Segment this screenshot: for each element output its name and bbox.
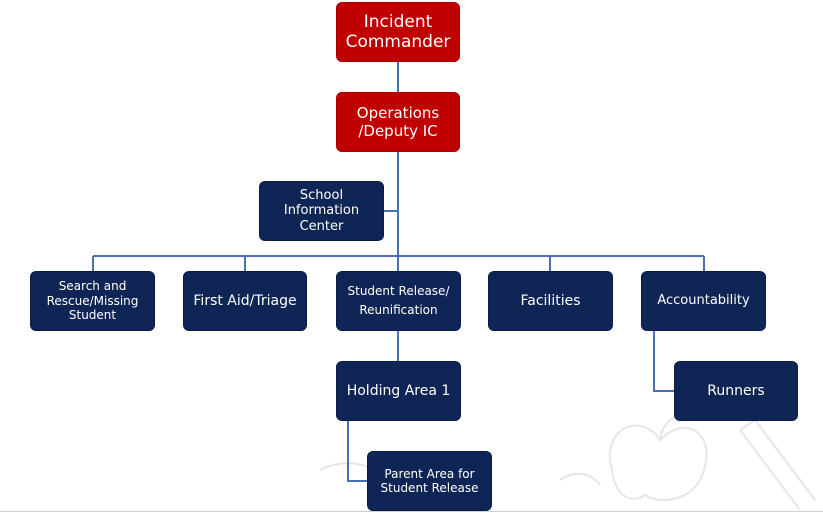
operations-deputy-label: Operations /Deputy IC bbox=[356, 104, 440, 140]
school-information-center-label: School Information Center bbox=[283, 187, 360, 234]
facilities-box[interactable]: Facilities bbox=[488, 271, 613, 331]
runners-label: Runners bbox=[707, 382, 765, 399]
holding-area-box[interactable]: Holding Area 1 bbox=[336, 361, 461, 421]
accountability-box[interactable]: Accountability bbox=[641, 271, 766, 331]
parent-area-box[interactable]: Parent Area for Student Release bbox=[367, 451, 492, 511]
incident-commander-label: Incident Commander bbox=[345, 11, 451, 52]
holding-area-label: Holding Area 1 bbox=[346, 382, 451, 399]
student-release-label: Student Release/ Reunification bbox=[347, 283, 450, 317]
runners-box[interactable]: Runners bbox=[674, 361, 798, 421]
first-aid-box[interactable]: First Aid/Triage bbox=[183, 271, 307, 331]
search-rescue-box[interactable]: Search and Rescue/Missing Student bbox=[30, 271, 155, 331]
parent-area-label: Parent Area for Student Release bbox=[380, 466, 479, 495]
student-release-box[interactable]: Student Release/ Reunification bbox=[336, 271, 461, 331]
incident-commander-box[interactable]: Incident Commander bbox=[336, 2, 460, 62]
school-information-center-box[interactable]: School Information Center bbox=[259, 181, 384, 241]
bottom-divider bbox=[0, 511, 823, 512]
operations-deputy-box[interactable]: Operations /Deputy IC bbox=[336, 92, 460, 152]
first-aid-label: First Aid/Triage bbox=[193, 292, 297, 309]
search-rescue-label: Search and Rescue/Missing Student bbox=[46, 279, 139, 323]
facilities-label: Facilities bbox=[520, 292, 581, 309]
accountability-label: Accountability bbox=[657, 293, 750, 309]
